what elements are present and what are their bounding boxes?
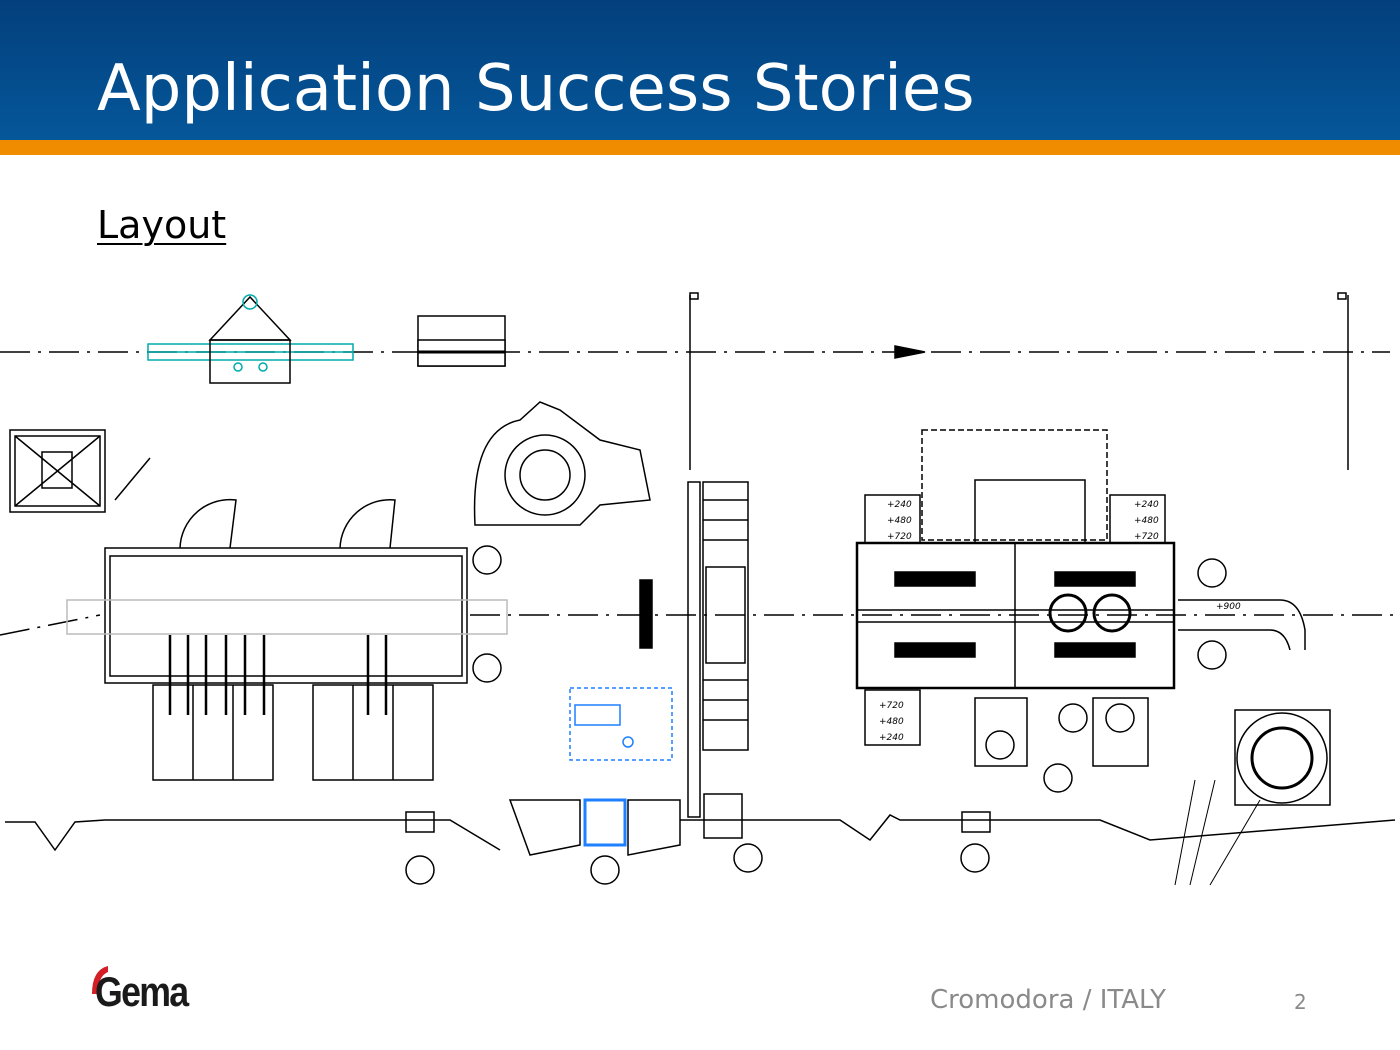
height-label: +240	[879, 733, 904, 743]
footer-text: Cromodora / ITALY	[930, 985, 1166, 1015]
height-label: +720	[879, 701, 904, 711]
wall-line	[5, 814, 1396, 852]
operator-figures	[405, 703, 1088, 885]
header-banner	[0, 0, 1400, 140]
height-label: +720	[887, 532, 912, 542]
section-heading: Layout	[97, 203, 227, 247]
height-label: +480	[879, 717, 904, 727]
height-label: +240	[1134, 500, 1159, 510]
height-label: +720	[1134, 532, 1159, 542]
gema-logo-text: Gema	[95, 968, 189, 1015]
height-label: +480	[887, 516, 912, 526]
height-label: +480	[1134, 516, 1159, 526]
direction-arrow-icon	[894, 345, 926, 359]
highlighted-unit	[569, 687, 673, 761]
gema-logo	[92, 966, 108, 994]
duct-label: +900	[1216, 602, 1241, 612]
spray-guns	[168, 635, 388, 715]
plant-layout-drawing: +240 +480 +720 +240 +480 +720 +720 +480 …	[0, 292, 1396, 886]
conveyor-slats	[703, 499, 748, 721]
accent-stripe	[0, 140, 1400, 155]
page-number: 2	[1294, 990, 1307, 1014]
slide-title: Application Success Stories	[97, 52, 975, 126]
height-label: +240	[887, 500, 912, 510]
